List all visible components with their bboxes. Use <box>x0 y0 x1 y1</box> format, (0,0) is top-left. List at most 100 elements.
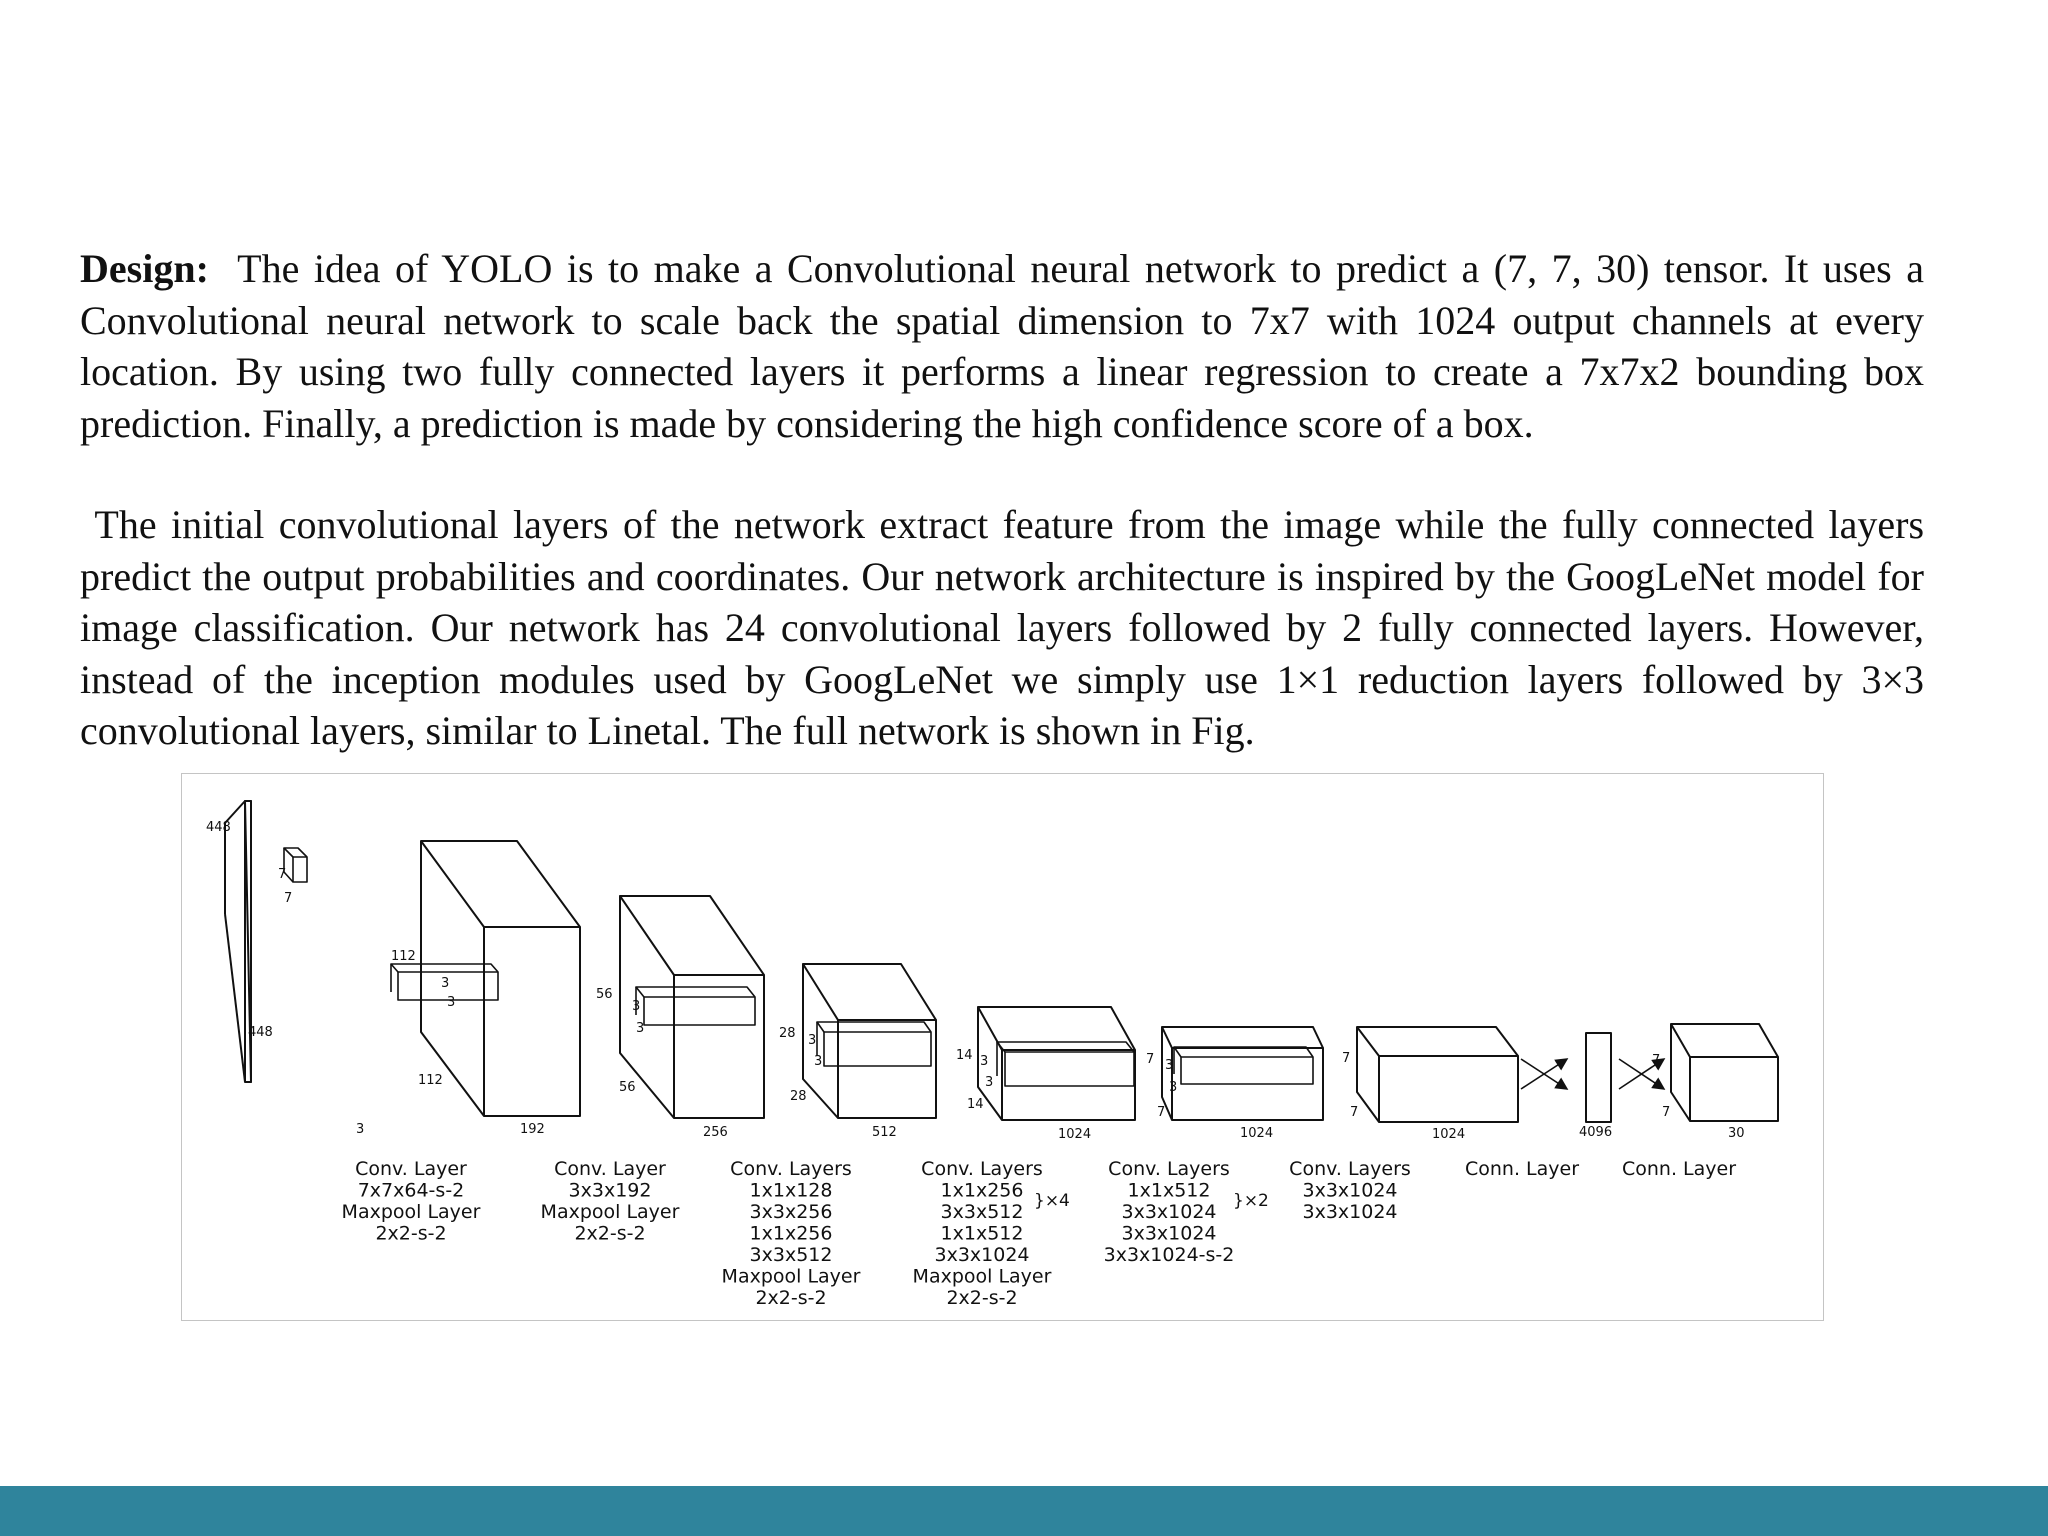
dim-b6-h: 7 <box>1342 1051 1350 1066</box>
network-diagram: 448 448 3 7 7 112 112 192 3 3 56 56 256 … <box>206 800 1779 1309</box>
input-image-slab <box>224 800 252 1083</box>
dim-b3-w: 28 <box>790 1089 807 1104</box>
caption-line: 1x1x256 <box>941 1180 1024 1202</box>
dim-b5-h: 7 <box>1146 1052 1154 1067</box>
dim-b4-k-b: 3 <box>985 1075 993 1090</box>
caption-line: Maxpool Layer <box>342 1201 481 1223</box>
caption-line: Conn. Layer <box>1622 1158 1736 1180</box>
conv-block-4 <box>977 1006 1136 1121</box>
fc-connections-1 <box>1520 1058 1569 1090</box>
caption-line: 7x7x64-s-2 <box>358 1180 465 1202</box>
caption-line: 3x3x1024-s-2 <box>1104 1244 1235 1266</box>
dim-b4-c: 1024 <box>1058 1127 1091 1142</box>
dim-input-h: 448 <box>206 820 231 835</box>
dim-k1-a: 7 <box>278 867 286 882</box>
dimension-labels: 448 448 3 7 7 112 112 192 3 3 56 56 256 … <box>206 820 1745 1142</box>
caption-line: Conv. Layer <box>554 1158 666 1180</box>
dim-b3-h: 28 <box>779 1026 796 1041</box>
dim-b2-k-a: 3 <box>632 999 640 1014</box>
footer-bar <box>0 1486 2048 1536</box>
dim-out-c: 30 <box>1728 1126 1745 1141</box>
conv-block-5 <box>1161 1026 1324 1121</box>
input-kernel-cube <box>283 847 308 883</box>
caption-line: Conv. Layer <box>355 1158 467 1180</box>
caption-line: Conv. Layers <box>730 1158 852 1180</box>
caption-line: 1x1x256 <box>750 1223 833 1245</box>
dim-b2-c: 256 <box>703 1125 728 1140</box>
caption-line: 3x3x1024 <box>1302 1180 1397 1202</box>
output-cube <box>1670 1023 1779 1122</box>
dim-input-c: 3 <box>356 1122 364 1137</box>
dim-b5-w: 7 <box>1157 1105 1165 1120</box>
conv-block-3 <box>802 963 937 1119</box>
caption-line: 2x2-s-2 <box>946 1287 1017 1309</box>
caption-line: 3x3x1024 <box>934 1244 1029 1266</box>
dim-b2-w: 56 <box>619 1080 636 1095</box>
caption-line: Conn. Layer <box>1465 1158 1579 1180</box>
caption-conn2: Conn. Layer <box>1622 1158 1736 1180</box>
caption-line: 1x1x128 <box>750 1180 833 1202</box>
dim-b2-k-b: 3 <box>636 1021 644 1036</box>
dim-out-h: 7 <box>1652 1053 1660 1068</box>
paragraph-lead: Design: <box>80 246 209 291</box>
dim-out-w: 7 <box>1662 1105 1670 1120</box>
caption-line: Maxpool Layer <box>913 1266 1052 1288</box>
caption-line: Conv. Layers <box>1289 1158 1411 1180</box>
caption-line: Maxpool Layer <box>541 1201 680 1223</box>
caption-line: 3x3x192 <box>569 1180 652 1202</box>
caption-line: 1x1x512 <box>1128 1180 1211 1202</box>
caption-line: 2x2-s-2 <box>574 1223 645 1245</box>
dim-k1-b: 7 <box>284 891 292 906</box>
caption-line: 3x3x256 <box>750 1201 833 1223</box>
dim-b5-k-b: 3 <box>1169 1080 1177 1095</box>
caption-line: 2x2-s-2 <box>755 1287 826 1309</box>
fc-layer-4096 <box>1585 1032 1612 1123</box>
dim-b1-k-a: 3 <box>441 976 449 991</box>
dim-b3-c: 512 <box>872 1125 897 1140</box>
dim-b5-k-a: 3 <box>1165 1058 1173 1073</box>
conv-block-2 <box>619 895 765 1119</box>
fc-connections-2 <box>1618 1058 1666 1090</box>
paragraph-design-text: The idea of YOLO is to make a Convolutio… <box>80 246 1924 446</box>
paragraph-design: Design: The idea of YOLO is to make a Co… <box>80 243 1924 449</box>
repeat-mark-x2: }×2 <box>1233 1191 1269 1211</box>
dim-b1-h: 112 <box>391 949 416 964</box>
dim-b6-w: 7 <box>1350 1105 1358 1120</box>
dim-b6-c: 1024 <box>1432 1127 1465 1142</box>
dim-b3-k-a: 3 <box>808 1033 816 1048</box>
dim-b2-h: 56 <box>596 987 613 1002</box>
caption-line: 3x3x1024 <box>1121 1201 1216 1223</box>
caption-line: 3x3x1024 <box>1302 1201 1397 1223</box>
dim-b4-h: 14 <box>956 1048 973 1063</box>
caption-line: 2x2-s-2 <box>375 1223 446 1245</box>
dim-b1-k-b: 3 <box>447 995 455 1010</box>
dim-b4-w: 14 <box>967 1097 984 1112</box>
caption-line: 1x1x512 <box>941 1223 1024 1245</box>
dim-fc1: 4096 <box>1579 1125 1612 1140</box>
dim-b5-c: 1024 <box>1240 1126 1273 1141</box>
caption-line: Conv. Layers <box>921 1158 1043 1180</box>
dim-b1-w: 112 <box>418 1073 443 1088</box>
repeat-mark-x4: }×4 <box>1034 1191 1070 1211</box>
paragraph-architecture-text: The initial convolutional layers of the … <box>80 502 1925 753</box>
caption-line: 3x3x512 <box>750 1244 833 1266</box>
caption-line: 3x3x512 <box>941 1201 1024 1223</box>
conv-block-6 <box>1356 1026 1519 1123</box>
conv-block-1 <box>390 840 581 1117</box>
yolo-architecture-figure: 448 448 3 7 7 112 112 192 3 3 56 56 256 … <box>181 773 1824 1321</box>
dim-input-w: 448 <box>248 1025 273 1040</box>
dim-b4-k-a: 3 <box>980 1054 988 1069</box>
dim-b3-k-b: 3 <box>814 1054 822 1069</box>
dim-b1-c: 192 <box>520 1122 545 1137</box>
paragraph-architecture: The initial convolutional layers of the … <box>80 499 1924 757</box>
caption-conn1: Conn. Layer <box>1465 1158 1579 1180</box>
caption-line: Maxpool Layer <box>722 1266 861 1288</box>
caption-line: Conv. Layers <box>1108 1158 1230 1180</box>
